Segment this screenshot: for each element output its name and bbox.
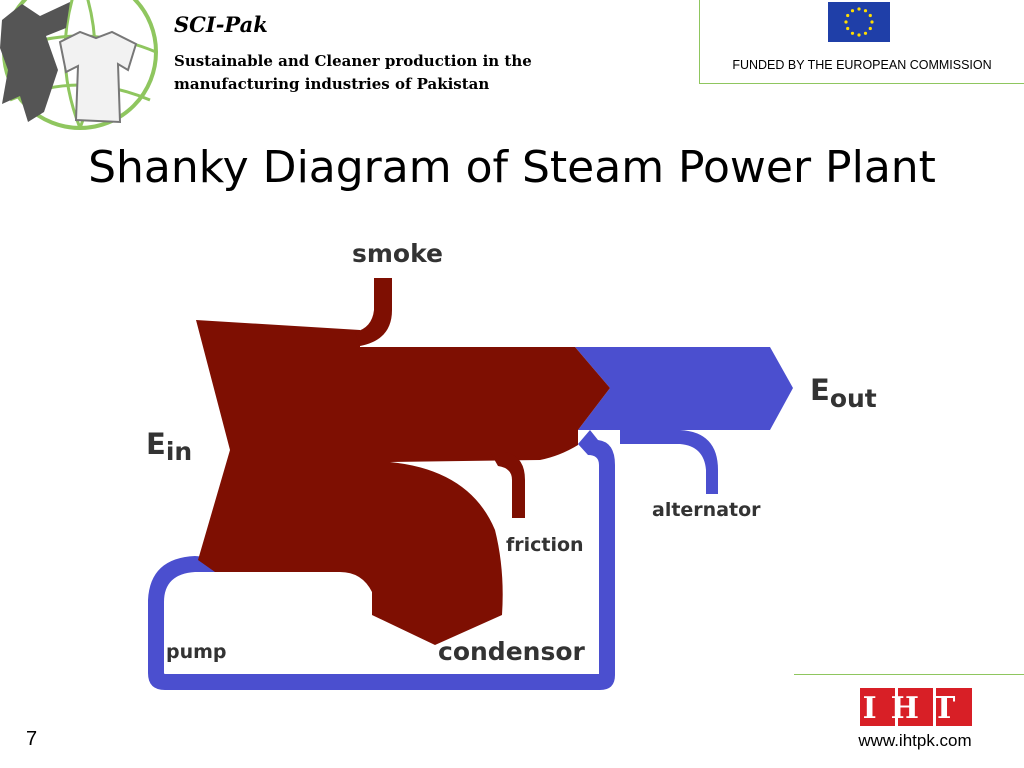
e-in-label: Ein bbox=[146, 427, 192, 466]
smoke-branch-flow bbox=[355, 278, 392, 346]
e-in-sub: in bbox=[166, 437, 192, 466]
iht-logo-box-1 bbox=[860, 688, 895, 726]
iht-logo: IHT bbox=[860, 688, 972, 726]
condensor-label: condensor bbox=[438, 637, 585, 666]
pump-label: pump bbox=[166, 641, 227, 663]
electric-output-flow bbox=[575, 347, 793, 430]
funding-text: FUNDED BY THE EUROPEAN COMMISSION bbox=[732, 58, 992, 72]
e-out-sub: out bbox=[830, 384, 877, 413]
iht-logo-text: IHT bbox=[863, 691, 970, 726]
friction-label: friction bbox=[506, 534, 584, 556]
sci-pak-logo bbox=[0, 0, 158, 130]
iht-logo-box-2 bbox=[898, 688, 933, 726]
slide-title: Shanky Diagram of Steam Power Plant bbox=[88, 142, 936, 193]
alternator-branch-flow bbox=[620, 430, 718, 494]
header-title: SCI-Pak bbox=[174, 12, 268, 37]
header-subtitle: Sustainable and Cleaner production in th… bbox=[174, 52, 532, 93]
eu-flag-icon bbox=[828, 2, 890, 42]
smoke-label: smoke bbox=[352, 239, 443, 268]
iht-logo-box-3 bbox=[936, 688, 972, 726]
footer-divider bbox=[794, 674, 1024, 675]
heat-main-flow bbox=[196, 320, 610, 645]
e-out-label: Eout bbox=[810, 373, 877, 413]
friction-branch-flow bbox=[490, 452, 525, 518]
funding-box: FUNDED BY THE EUROPEAN COMMISSION bbox=[699, 0, 1024, 84]
footer-url[interactable]: www.ihtpk.com bbox=[858, 731, 972, 750]
page-number: 7 bbox=[26, 728, 38, 750]
leather-hide-icon bbox=[0, 2, 70, 122]
alternator-label: alternator bbox=[652, 499, 761, 521]
e-in-main: E bbox=[146, 427, 166, 461]
shirt-icon bbox=[58, 30, 138, 124]
e-out-main: E bbox=[810, 373, 830, 407]
